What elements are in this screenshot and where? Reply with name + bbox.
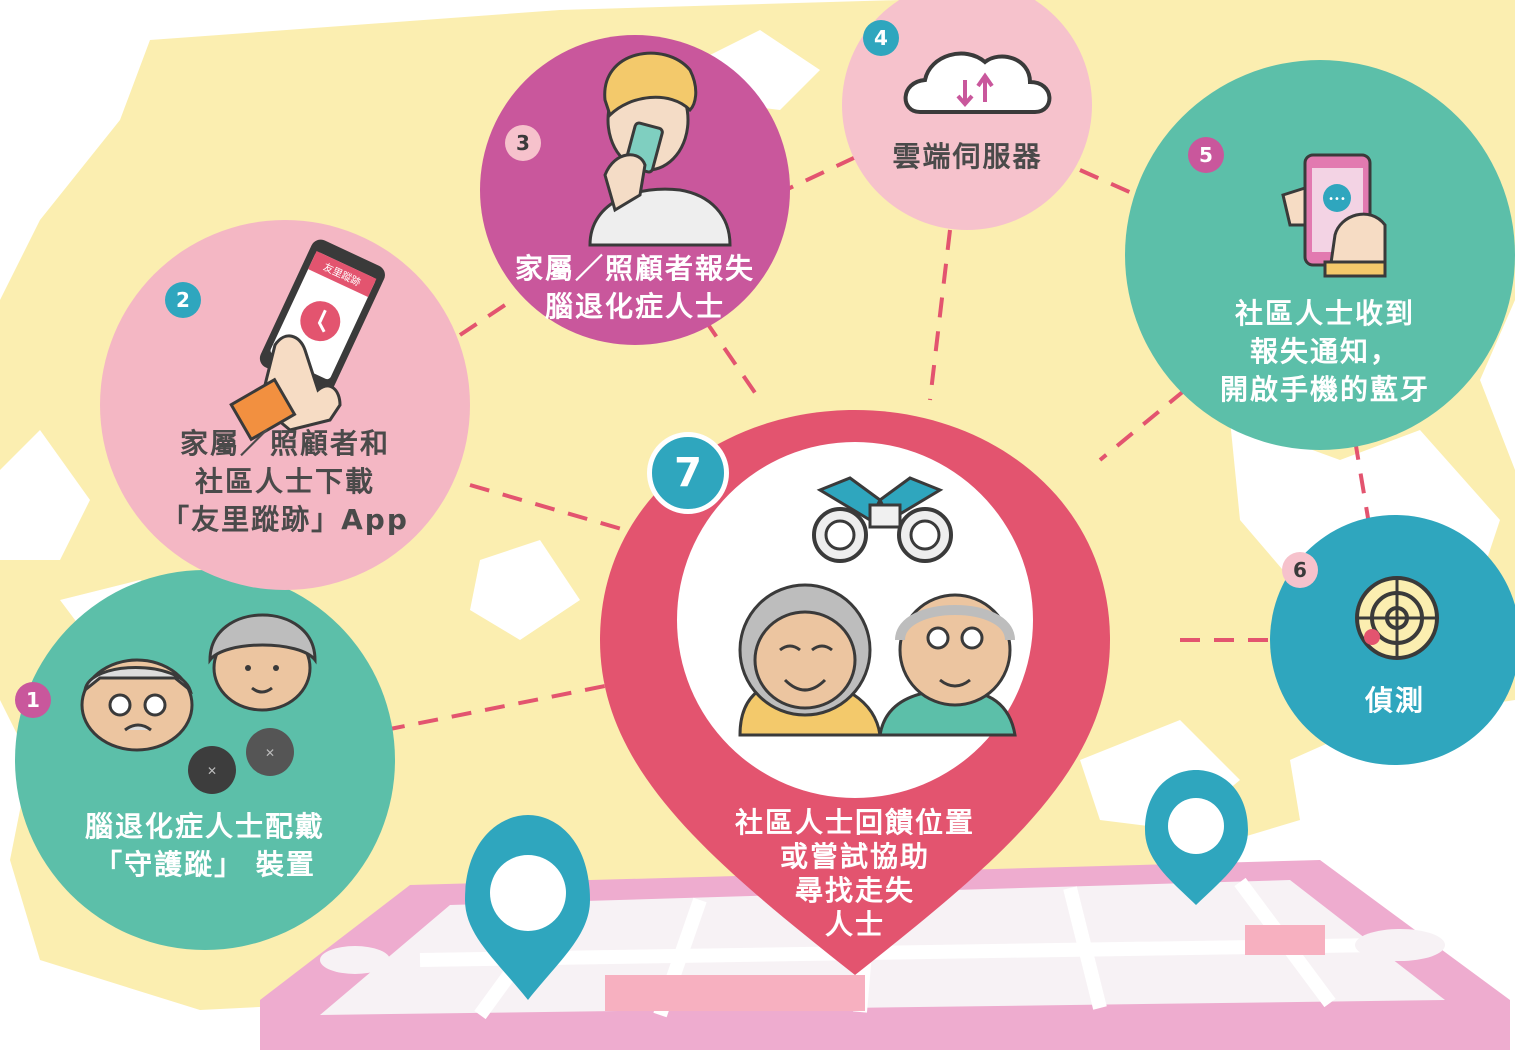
step-6-label: 偵測 (1320, 682, 1470, 720)
elderly-couple-with-tracker-icon: ✕ ✕ (80, 613, 317, 794)
cloud-sync-icon (903, 51, 1052, 114)
hand-holding-phone-icon: ••• (1281, 153, 1387, 278)
step-5-label-line-3: 開啟手機的藍牙 (1219, 373, 1430, 406)
step-2-label-line-1: 家屬／照顧者和 (179, 427, 390, 460)
svg-text:✕: ✕ (265, 746, 275, 760)
step-3-label-line-1: 家屬／照顧者報失 (514, 252, 755, 285)
step-5-badge: 5 (1188, 137, 1224, 173)
step-1-label: 腦退化症人士配戴 「守護蹤」 裝置 (40, 808, 370, 884)
person-on-phone-icon (588, 51, 732, 247)
svg-text:✕: ✕ (207, 764, 217, 778)
step-7-badge: 7 (647, 432, 729, 514)
binoculars-and-elderly-couple-icon (738, 476, 1017, 737)
step-3-label: 家屬／照顧者報失 腦退化症人士 (490, 250, 780, 326)
step-2-badge: 2 (165, 282, 201, 318)
radar-icon (1355, 576, 1439, 660)
step-4-label: 雲端伺服器 (860, 138, 1075, 176)
step-2-label-line-3: 「友里蹤跡」App (161, 503, 409, 536)
step-7-label-line-2: 或嘗試協助 (779, 840, 930, 873)
step-7-label-line-3: 尋找走失 (794, 874, 915, 907)
step-5-label: 社區人士收到 報失通知， 開啟手機的藍牙 (1180, 295, 1470, 409)
step-2-label-line-2: 社區人士下載 (194, 465, 375, 498)
step-4-circle (842, 0, 1092, 230)
step-7-label: 社區人士回饋位置 或嘗試協助 尋找走失 人士 (715, 806, 995, 942)
step-6-label-line-1: 偵測 (1364, 684, 1425, 717)
step-7-label-line-1: 社區人士回饋位置 (734, 806, 975, 839)
step-5-label-line-2: 報失通知， (1249, 335, 1400, 368)
hand-on-phone-app-icon: 友里蹤跡 (229, 239, 385, 442)
step-5-label-line-1: 社區人士收到 (1234, 297, 1415, 330)
step-6-badge: 6 (1282, 552, 1318, 588)
step-3-badge: 3 (505, 125, 541, 161)
step-1-label-line-1: 腦退化症人士配戴 (84, 810, 325, 843)
step-2-label: 家屬／照顧者和 社區人士下載 「友里蹤跡」App (140, 425, 430, 539)
svg-text:•••: ••• (1328, 194, 1346, 205)
map-pin-right (1145, 770, 1248, 905)
step-4-label-line-1: 雲端伺服器 (892, 140, 1043, 173)
step-1-badge: 1 (15, 682, 51, 718)
step-3-label-line-2: 腦退化症人士 (544, 290, 725, 323)
step-4-badge: 4 (863, 20, 899, 56)
step-1-label-line-2: 「守護蹤」 裝置 (94, 848, 316, 881)
step-7-label-line-4: 人士 (824, 908, 885, 941)
map-pin-left (465, 815, 590, 1000)
